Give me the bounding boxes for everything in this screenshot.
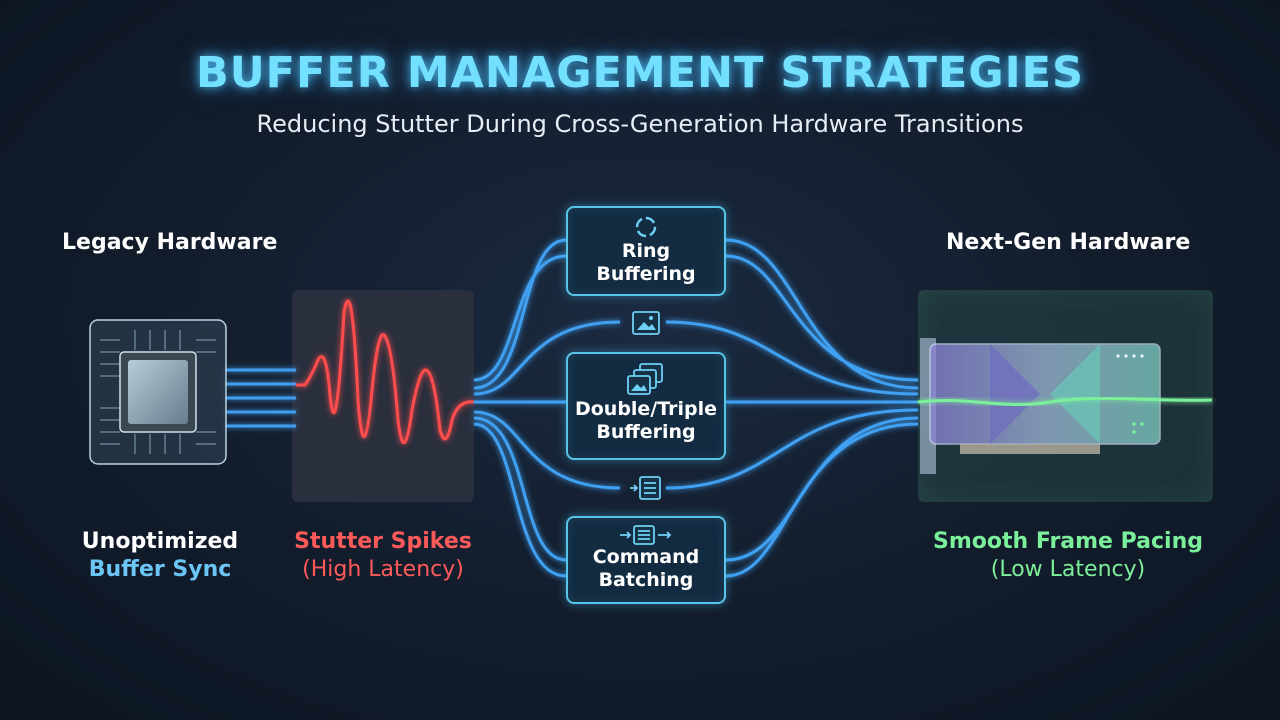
strategy-cables: [473, 238, 919, 578]
strategy-line1: Command: [592, 546, 700, 568]
stutter-caption-line2: (High Latency): [302, 557, 464, 582]
strategy-line1: Ring: [621, 240, 671, 262]
nextgen-caption-line1: Smooth Frame Pacing: [932, 529, 1204, 554]
legacy-cable-bundle: [226, 368, 296, 428]
nextgen-hardware-label: Next-Gen Hardware: [946, 230, 1191, 255]
legacy-caption-line1: Unoptimized: [81, 529, 239, 554]
diagram-subtitle: Reducing Stutter During Cross-Generation…: [256, 110, 1024, 138]
stutter-waveform: [296, 299, 475, 445]
strategy-ring-buffering: Ring Buffering: [566, 206, 726, 296]
smooth-pacing-line: [917, 396, 1213, 407]
legacy-caption-line2: Buffer Sync: [88, 557, 232, 582]
strategy-command-batching: Command Batching: [566, 516, 726, 604]
ring-buffer-icon: [635, 216, 657, 238]
legacy-caption: Unoptimized Buffer Sync: [70, 528, 250, 584]
nextgen-caption-line2: (Low Latency): [990, 557, 1146, 582]
stutter-panel: [292, 290, 474, 502]
list-inbound-icon: [630, 476, 661, 500]
image-icon: [632, 311, 660, 335]
strategy-line2: Buffering: [596, 421, 696, 443]
strategy-double-triple-buffering: Double/Triple Buffering: [566, 352, 726, 460]
strategy-line2: Buffering: [596, 263, 696, 285]
nextgen-gpu-graphic: [917, 338, 1213, 474]
strategy-line1: Double/Triple: [574, 398, 718, 420]
stacked-frames-icon: [627, 363, 663, 395]
legacy-hardware-label: Legacy Hardware: [62, 230, 278, 255]
stutter-caption-line1: Stutter Spikes: [294, 529, 472, 554]
stutter-caption: Stutter Spikes (High Latency): [283, 528, 483, 584]
legacy-chip-graphic: [89, 319, 227, 465]
nextgen-caption: Smooth Frame Pacing (Low Latency): [918, 528, 1218, 584]
command-list-icon: [620, 525, 672, 545]
diagram-title: BUFFER MANAGEMENT STRATEGIES: [195, 48, 1085, 98]
strategy-line2: Batching: [598, 569, 694, 591]
